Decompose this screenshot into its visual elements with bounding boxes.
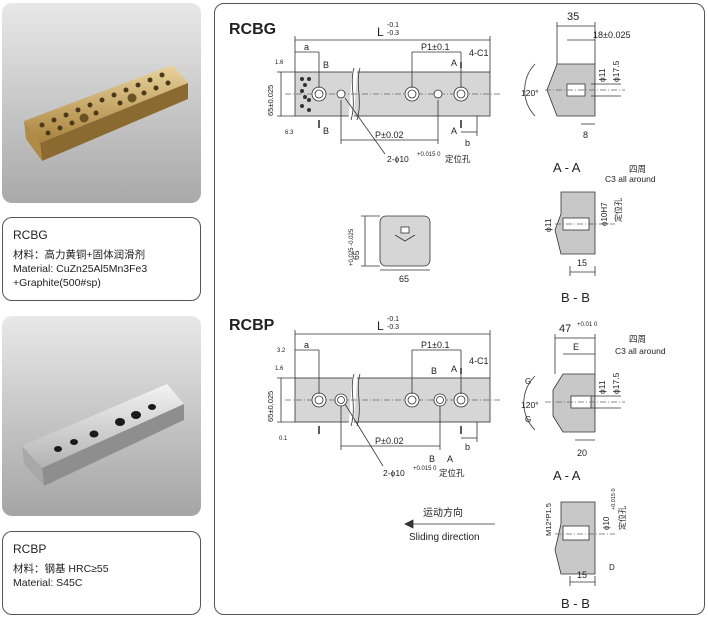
pin-holes: 2-ϕ10 [387, 154, 409, 164]
section-bb-label: B - B [561, 596, 590, 611]
dim-e: E [573, 342, 579, 352]
section-mark-b: B [323, 60, 329, 70]
section-mark-b: B [431, 366, 437, 376]
rcbp-title: RCBP [229, 317, 275, 334]
angle-120: 120° [521, 400, 539, 410]
dim-d: D [609, 563, 615, 572]
material-en: Material: S45C [13, 577, 83, 589]
dim-65: 65±0.025 [266, 85, 275, 116]
around-en: C3 all around [615, 346, 666, 356]
material-en-2: +Graphite(500#sp) [13, 277, 101, 289]
section-mark-b-bottom: B [429, 454, 435, 464]
angle-120: 120° [521, 88, 539, 98]
dim-47-tol: +0.01 0 [577, 322, 598, 328]
dim-phi10: ϕ10 [602, 516, 611, 530]
end-height-tol: +0.025 -0.025 [349, 228, 355, 266]
dim-b: b [465, 138, 470, 148]
pin-label: 定位孔 [439, 468, 465, 478]
end-width: 65 [399, 274, 409, 284]
end-height: 65 [351, 250, 361, 260]
dim-18: 18±0.025 [593, 30, 630, 40]
dim-a: a [304, 42, 309, 52]
dim-l-tol-bot: -0.3 [387, 30, 399, 37]
pin-tol: +0.015 0 [417, 152, 441, 158]
chamfer: 4-C1 [469, 356, 489, 366]
pin-label-2: 定位孔 [613, 198, 623, 222]
pin-label-2: 定位孔 [617, 506, 627, 530]
around-cn: 四周 [629, 164, 646, 174]
dim-phi10h7: ϕ10H7 [600, 202, 609, 226]
section-aa-label: A - A [553, 468, 581, 483]
around-en: C3 all around [605, 174, 656, 184]
rcbp-info-card: RCBP 材料：钢基 HRC≥55 Material: S45C [2, 531, 201, 615]
dim-l-tol-bot: -0.3 [387, 324, 399, 331]
roughness-2: 6.3 [285, 130, 294, 136]
dim-b: b [465, 442, 470, 452]
rcbg-info-card: RCBG 材料：高力黄铜+固体润滑剂 Material: CuZn25Al5Mn… [2, 217, 201, 301]
section-mark-a: A [451, 364, 457, 374]
dim-phi175: ϕ17.5 [611, 372, 621, 394]
roughness-1: 1.6 [275, 60, 284, 66]
dim-p: P±0.02 [375, 436, 403, 446]
dim-g-top: G [525, 377, 531, 386]
section-mark-b-bottom: B [323, 126, 329, 136]
dim-20: 20 [577, 448, 587, 458]
pin-holes: 2-ϕ10 [383, 468, 405, 478]
roughness-3: 0.1 [279, 436, 288, 442]
dim-p1: P1±0.1 [421, 340, 449, 350]
dim-8: 8 [583, 130, 588, 140]
dim-g-bottom: G [525, 415, 531, 424]
dim-l-tol-top: -0.1 [387, 22, 399, 29]
section-mark-a: A [451, 58, 457, 68]
pin-label: 定位孔 [445, 154, 471, 164]
dim-15: 15 [577, 258, 587, 268]
dim-l: L [377, 319, 384, 333]
rcbp-photo [2, 316, 201, 516]
material-cn: 材料：钢基 HRC≥55 [13, 563, 109, 575]
rcbg-title: RCBG [229, 21, 276, 38]
roughness-2: 1.6 [275, 366, 284, 372]
motion-direction-cn: 运动方向 [423, 506, 463, 519]
dim-47: 47 [559, 323, 571, 335]
roughness-1: 3.2 [277, 348, 286, 354]
dim-35: 35 [567, 11, 579, 23]
dim-phi10-tol: +0.015 0 [611, 488, 617, 510]
dim-15: 15 [577, 570, 587, 580]
dim-phi11: ϕ11 [597, 68, 607, 82]
motion-direction-en: Sliding direction [409, 532, 480, 543]
dim-p1: P1±0.1 [421, 42, 449, 52]
dim-p: P±0.02 [375, 130, 403, 140]
section-bb-label: B - B [561, 290, 590, 305]
dim-phi11: ϕ11 [597, 380, 607, 394]
dim-m12: M12*P1.5 [544, 503, 553, 536]
product-name: RCBG [13, 228, 48, 242]
dim-a: a [304, 340, 309, 350]
dim-l: L [377, 25, 384, 39]
material-en: Material: CuZn25Al5Mn3Fe3 [13, 263, 148, 275]
section-aa-label: A - A [553, 160, 581, 175]
dim-l-tol-top: -0.1 [387, 316, 399, 323]
around-cn: 四周 [629, 334, 646, 344]
technical-drawing-panel: RCBG L -0.1 -0.3 a P1±0.1 4-C1 A B 1.6 6… [214, 3, 705, 615]
material-cn: 材料：高力黄铜+固体润滑剂 [13, 249, 146, 261]
chamfer: 4-C1 [469, 48, 489, 58]
product-name: RCBP [13, 542, 47, 556]
rcbg-photo [2, 3, 201, 203]
technical-drawing: RCBG L -0.1 -0.3 a P1±0.1 4-C1 A B 1.6 6… [229, 11, 666, 611]
section-mark-a-bottom: A [447, 454, 453, 464]
dim-phi175: ϕ17.5 [611, 60, 621, 82]
pin-tol: +0.015 0 [413, 466, 437, 472]
section-mark-a-bottom: A [451, 126, 457, 136]
dim-65: 65±0.025 [266, 391, 275, 422]
dim-phi11-bb: ϕ11 [543, 218, 553, 232]
